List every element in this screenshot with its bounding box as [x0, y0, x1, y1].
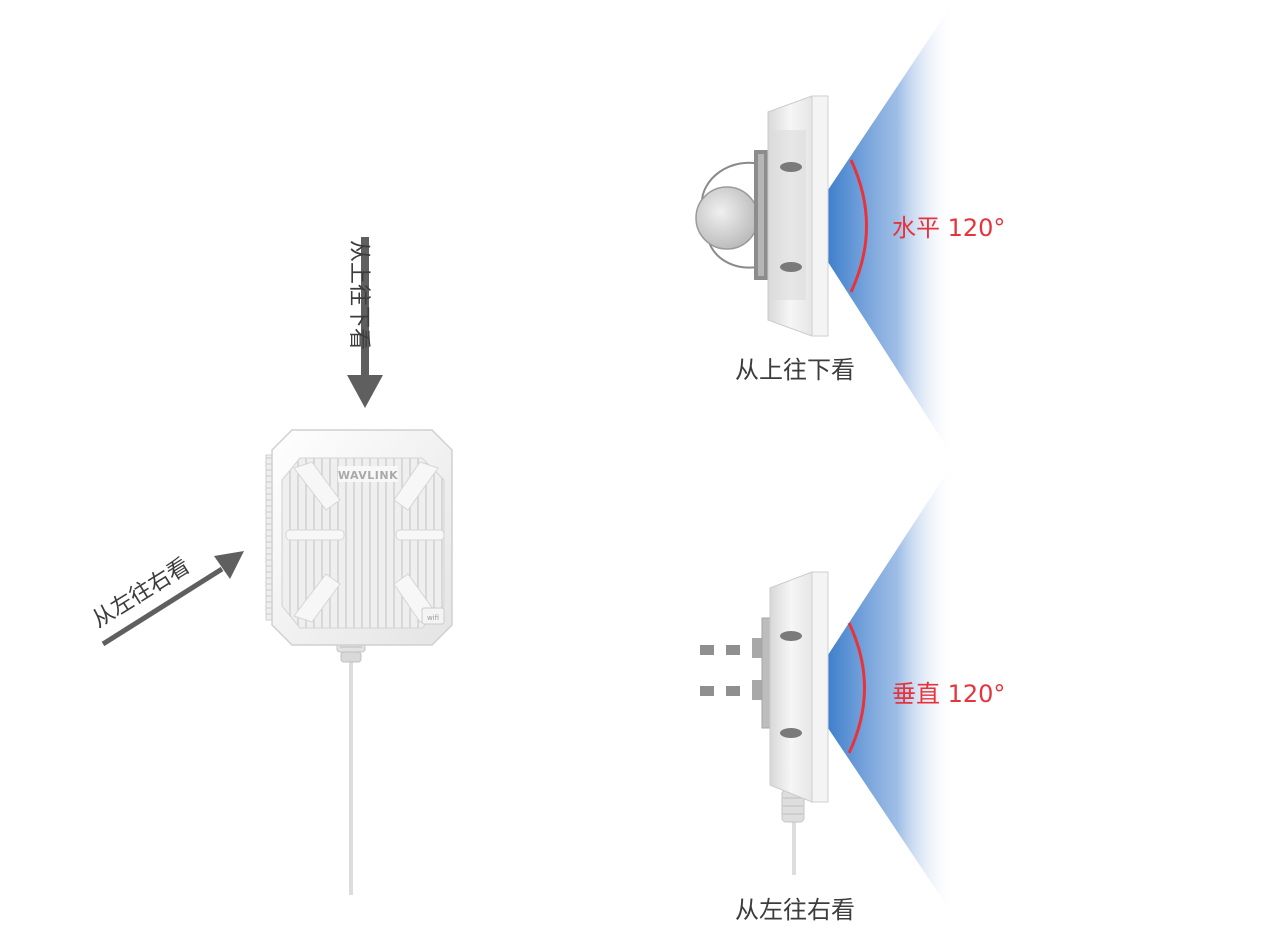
- top-view: 水平 120° 从上往下看: [695, 0, 1005, 460]
- wifi-certified-badge-icon: wifi: [421, 607, 445, 625]
- horizontal-angle-label: 水平 120°: [892, 214, 1005, 242]
- svg-text:wifi: wifi: [427, 614, 439, 622]
- left-right-arrow: [101, 551, 244, 647]
- horizontal-beam-cone: [828, 0, 955, 460]
- side-view-housing: [769, 571, 813, 803]
- top-down-arrow: [347, 237, 383, 408]
- vertical-angle-arc: [847, 622, 866, 754]
- side-view-caption: 从左往右看: [735, 896, 855, 924]
- vertical-beam-cone: [828, 460, 955, 918]
- mounting-pole: [695, 186, 759, 250]
- top-view-caption: 从上往下看: [735, 356, 855, 384]
- horizontal-angle-arc: [849, 159, 868, 293]
- side-view-pole: [700, 645, 740, 696]
- main-device: WAVLINK wifi: [265, 429, 453, 895]
- brand-logo-text: WAVLINK: [338, 469, 398, 482]
- vertical-angle-label: 垂直 120°: [892, 680, 1005, 708]
- top-down-arrow-label: 从上往下看: [346, 240, 371, 350]
- side-view: 垂直 120° 从左往右看: [700, 460, 1005, 924]
